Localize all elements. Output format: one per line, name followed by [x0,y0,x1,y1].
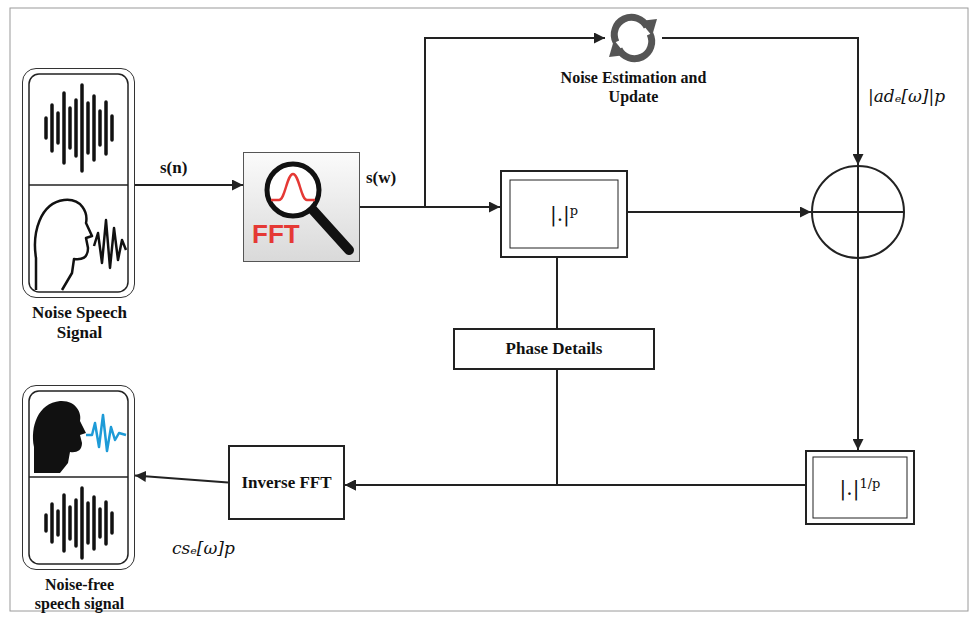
signal-connector [135,476,228,483]
signal-label: s(w) [366,168,396,188]
operator-text: |.|1/p [840,476,881,500]
summation-symbol [812,166,904,258]
operator-text: |.|p [550,202,578,226]
signal-label: s(n) [160,158,187,178]
fft-box: FFT [243,152,360,262]
magnitude-operator: |.| [840,476,860,500]
signal-connector [556,258,558,328]
signal-connector [345,370,557,485]
phase-box: Phase Details [453,328,655,370]
box-label: Inverse FFT [241,473,331,493]
inner-border [510,180,618,248]
refresh-icon [609,17,657,58]
signal-panel: Noise Speech Signal [22,68,135,298]
sum-circle [811,165,905,259]
inner-border [813,457,907,518]
exponent: p [570,203,578,218]
node-heading: Noise-free speech signal [21,575,139,613]
magnitude-operator: |.| [550,202,570,226]
power-box: |.|p [500,170,628,258]
fft-label: FFT [252,221,300,247]
node-heading: Noise Estimation and Update [543,68,725,106]
fft-magnifier-icon [243,152,360,262]
signal-connector [360,38,605,207]
signal-label: |adₑ[ω]|p [868,86,945,106]
noisy-speech-illustration [29,74,128,292]
clean-speech-illustration [29,391,128,564]
signal-connector [135,184,243,186]
node-heading: Noise Speech Signal [17,303,142,344]
ifft-box: Inverse FFT [228,445,345,520]
root-box: |.|1/p [805,450,915,525]
signal-connector [345,484,805,486]
signal-connector [857,259,859,450]
noise-estimation-icon: Noise Estimation and Update [605,12,662,64]
signal-panel: Noise-free speech signal [22,385,135,570]
signal-label: csₑ[ω]p [172,538,235,558]
signal-connector [662,38,858,165]
exponent: 1/p [859,476,880,491]
box-label: Phase Details [506,339,603,359]
signal-connector [628,211,811,213]
outer-frame [10,8,968,611]
